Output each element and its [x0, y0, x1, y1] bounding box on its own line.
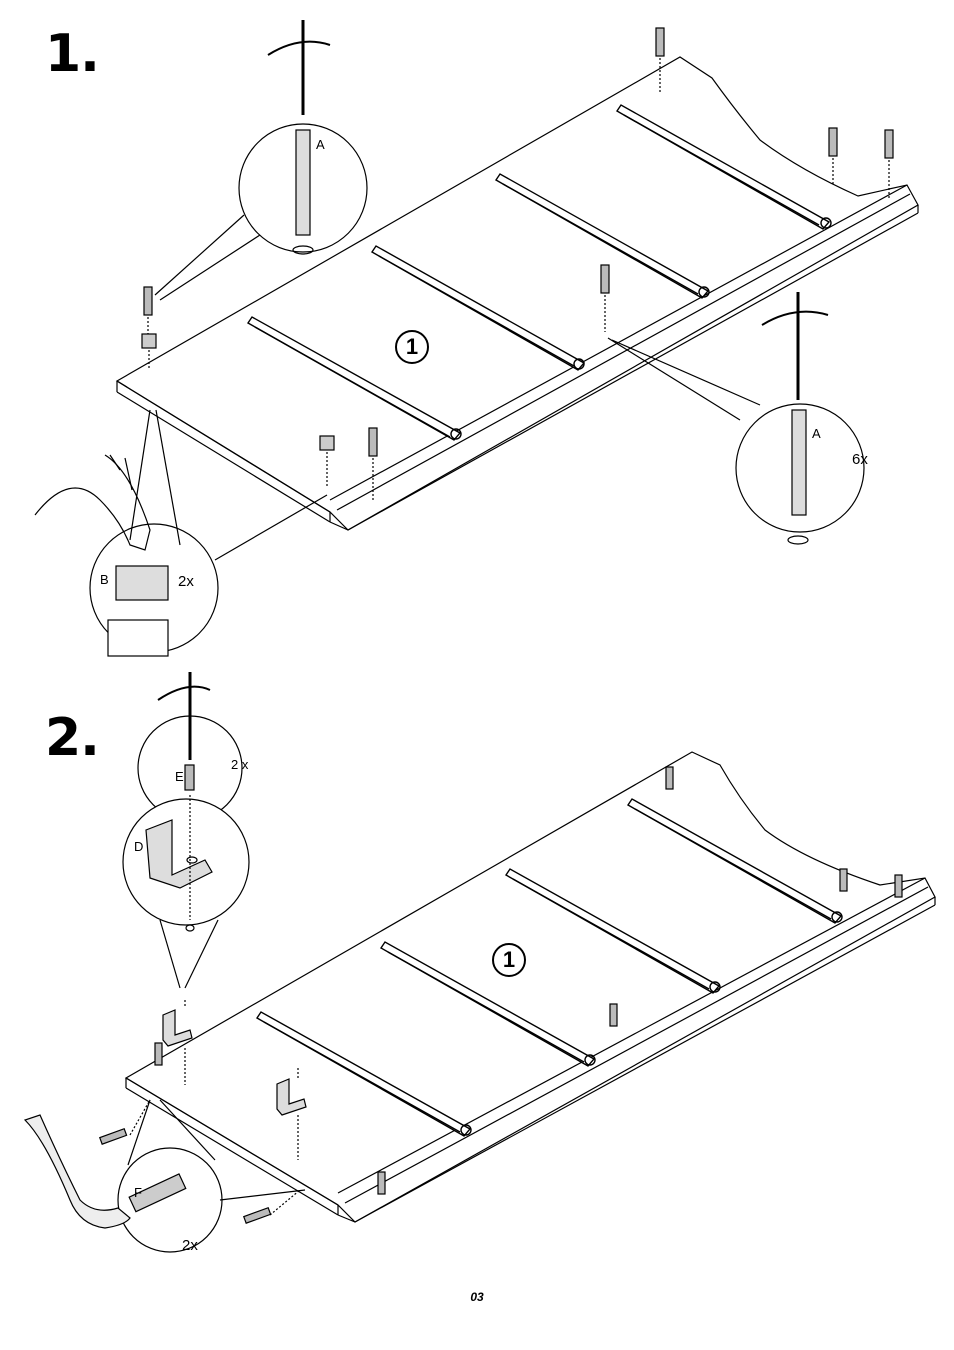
step-2-screw-label: E [175, 770, 184, 783]
page-number: 03 [0, 1290, 954, 1304]
step-2-screw-qty: 2 x [231, 758, 248, 771]
step-2-part-marker: 1 [492, 943, 526, 977]
step-2-detail-bracket [123, 795, 249, 988]
step-2-bracket-label: D [134, 840, 143, 853]
step-2-dowel-label: F [134, 1186, 142, 1199]
step-2-detail-screw [138, 672, 242, 820]
step-2-dowel-qty: 2x [182, 1238, 198, 1253]
step-2-panel [126, 752, 935, 1222]
